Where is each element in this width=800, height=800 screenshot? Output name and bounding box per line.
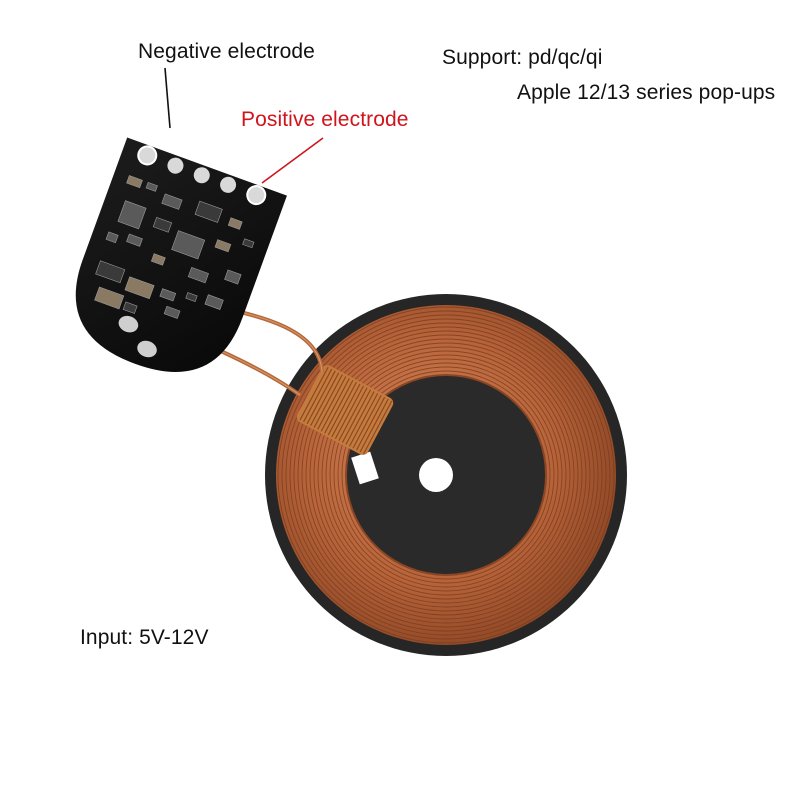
negative-electrode-label: Negative electrode: [138, 40, 315, 63]
center-hole: [419, 458, 453, 492]
support-label: Support: pd/qc/qi: [442, 46, 603, 69]
positive-pointer-line: [261, 137, 324, 184]
square-cutout: [351, 451, 379, 485]
apple-compat-label: Apple 12/13 series pop-ups: [517, 81, 776, 104]
input-voltage-label: Input: 5V-12V: [80, 626, 209, 649]
pcb-board: [75, 137, 287, 372]
coil-lead-wrap: [296, 365, 394, 455]
pcb-pads: [137, 145, 267, 206]
negative-pointer-line: [164, 67, 171, 129]
positive-electrode-label: Positive electrode: [241, 108, 409, 131]
